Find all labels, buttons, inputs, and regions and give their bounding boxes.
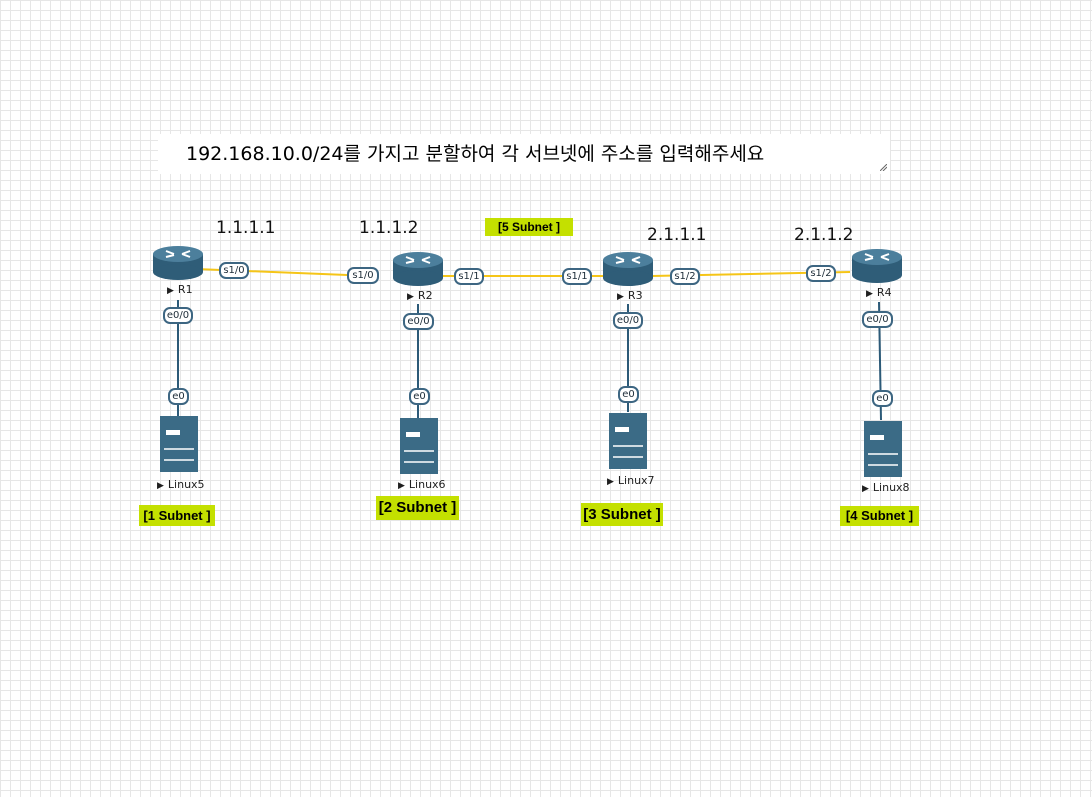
play-icon: ▶ <box>617 292 624 302</box>
play-icon: ▶ <box>398 481 405 491</box>
router-label-r3[interactable]: ▶R3 <box>617 289 643 302</box>
play-icon: ▶ <box>407 292 414 302</box>
router-label-r1[interactable]: ▶R1 <box>167 283 193 296</box>
host-label-linux5[interactable]: ▶Linux5 <box>157 478 205 491</box>
router-r4[interactable] <box>852 249 902 283</box>
port-linux6-e0[interactable]: e0 <box>409 388 430 405</box>
play-icon: ▶ <box>607 477 614 487</box>
instruction-text: 192.168.10.0/24를 가지고 분할하여 각 서브넷에 주소를 입력해… <box>186 143 765 165</box>
port-r3-s1-1[interactable]: s1/1 <box>562 268 592 285</box>
play-icon: ▶ <box>862 484 869 494</box>
router-r2[interactable] <box>393 252 443 286</box>
router-r1[interactable] <box>153 246 203 280</box>
port-r1-s1-0[interactable]: s1/0 <box>219 262 249 279</box>
port-r3-e0-0[interactable]: e0/0 <box>613 312 643 329</box>
router-label-r2[interactable]: ▶R2 <box>407 289 433 302</box>
instruction-textbox[interactable]: 192.168.10.0/24를 가지고 분할하여 각 서브넷에 주소를 입력해… <box>158 134 890 174</box>
port-linux8-e0[interactable]: e0 <box>872 390 893 407</box>
ip-label-r3: 2.1.1.1 <box>647 225 707 245</box>
server-linux8[interactable] <box>864 421 902 477</box>
play-icon: ▶ <box>866 289 873 299</box>
ip-label-r2: 1.1.1.2 <box>359 218 419 238</box>
port-r1-e0-0[interactable]: e0/0 <box>163 307 193 324</box>
play-icon: ▶ <box>167 286 174 296</box>
port-linux5-e0[interactable]: e0 <box>168 388 189 405</box>
resize-grip-icon[interactable] <box>880 164 887 171</box>
host-label-linux6[interactable]: ▶Linux6 <box>398 478 446 491</box>
port-r3-s1-2[interactable]: s1/2 <box>670 268 700 285</box>
play-icon: ▶ <box>157 481 164 491</box>
subnet-label-4: [4 Subnet ] <box>840 506 919 526</box>
subnet-label-2: [2 Subnet ] <box>376 496 459 520</box>
ip-label-r4: 2.1.1.2 <box>794 225 854 245</box>
port-r2-s1-0[interactable]: s1/0 <box>347 267 379 284</box>
ip-label-r1: 1.1.1.1 <box>216 218 276 238</box>
port-r4-e0-0[interactable]: e0/0 <box>862 311 893 328</box>
router-label-r4[interactable]: ▶R4 <box>866 286 892 299</box>
port-r4-s1-2[interactable]: s1/2 <box>806 265 836 282</box>
host-label-linux7[interactable]: ▶Linux7 <box>607 474 655 487</box>
subnet-label-5: [5 Subnet ] <box>485 218 573 236</box>
host-label-linux8[interactable]: ▶Linux8 <box>862 481 910 494</box>
port-r2-s1-1[interactable]: s1/1 <box>454 268 484 285</box>
server-linux6[interactable] <box>400 418 438 474</box>
port-linux7-e0[interactable]: e0 <box>618 386 639 403</box>
subnet-label-3: [3 Subnet ] <box>581 503 663 526</box>
server-linux5[interactable] <box>160 416 198 472</box>
server-linux7[interactable] <box>609 413 647 469</box>
port-r2-e0-0[interactable]: e0/0 <box>403 313 434 330</box>
subnet-label-1: [1 Subnet ] <box>139 505 215 526</box>
router-r3[interactable] <box>603 252 653 286</box>
